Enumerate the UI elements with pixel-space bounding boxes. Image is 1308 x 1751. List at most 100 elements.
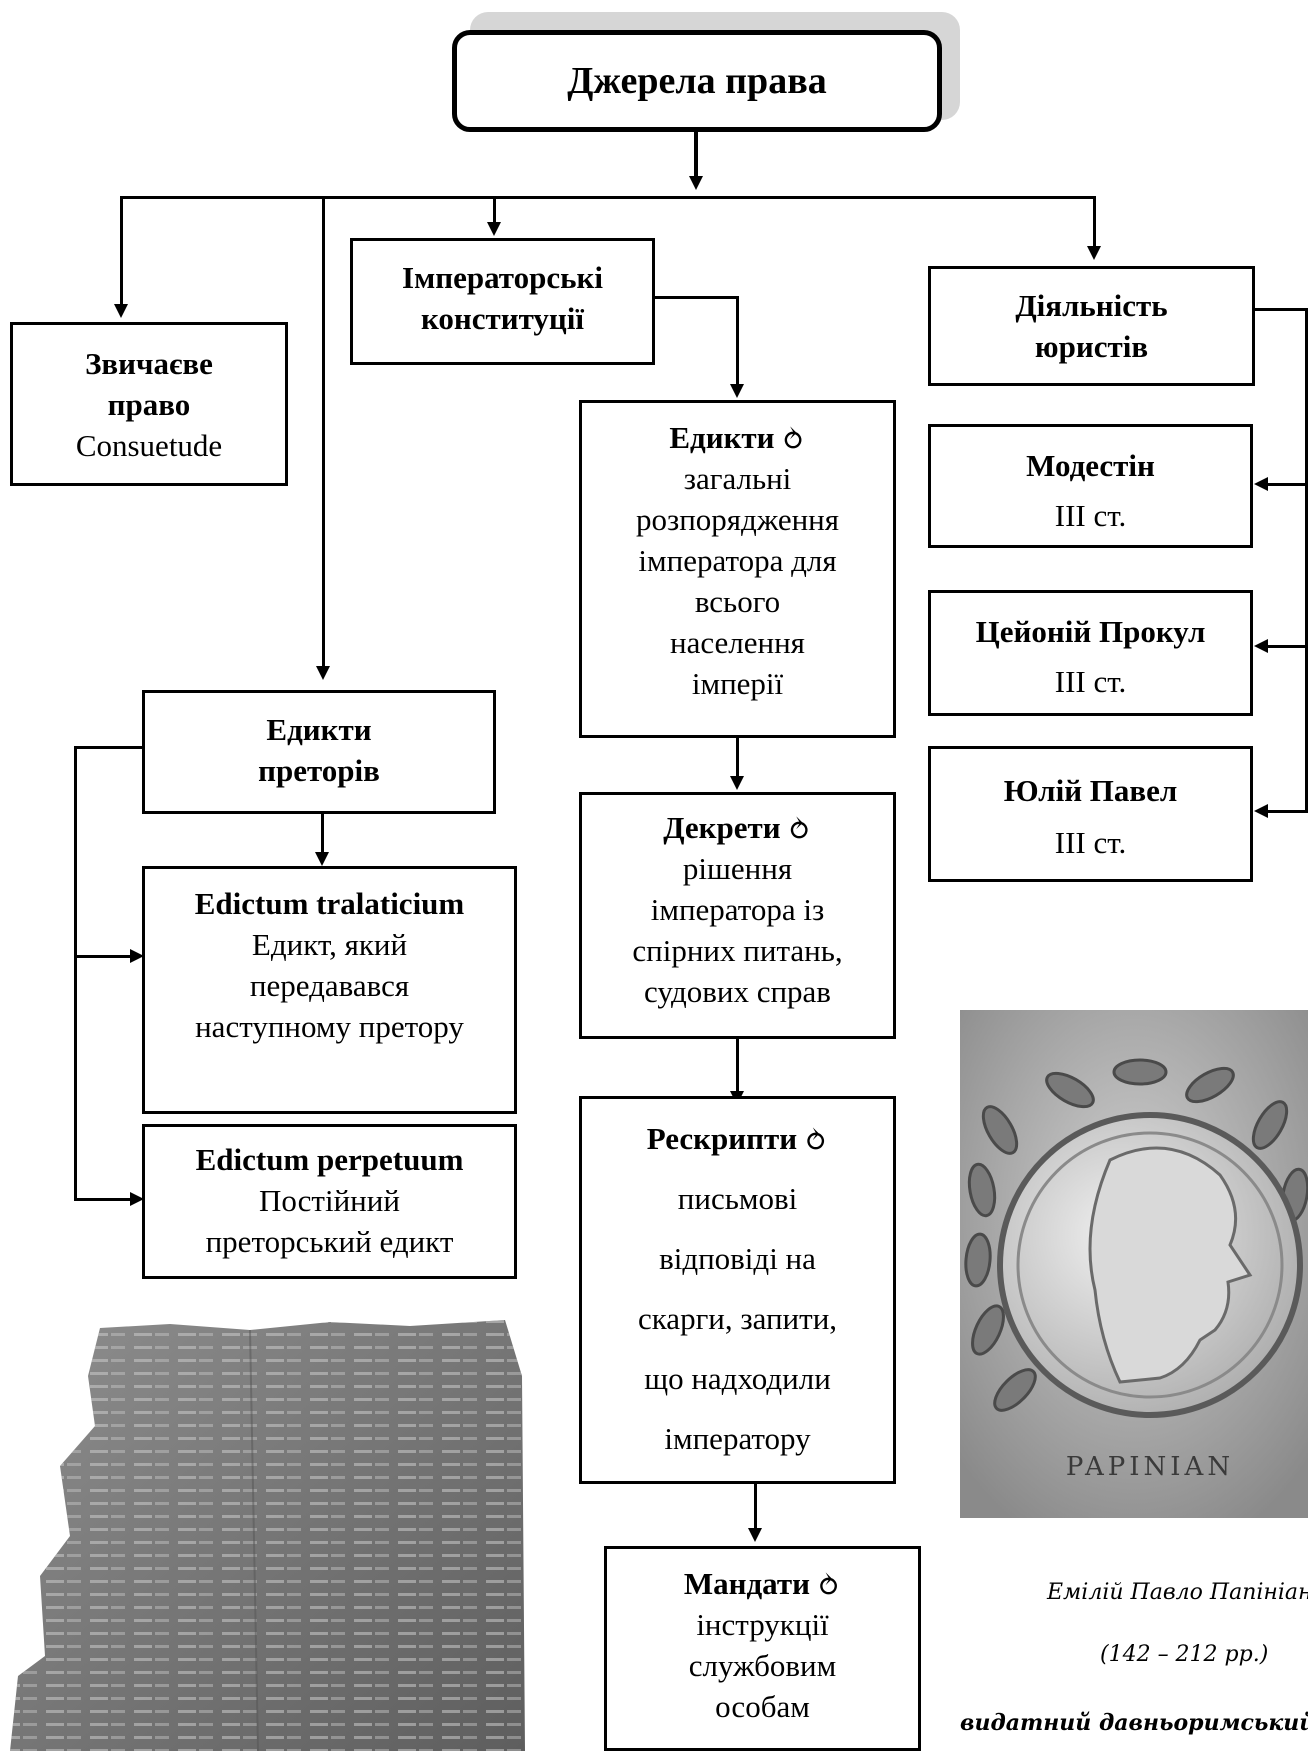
connector — [1268, 645, 1308, 648]
portrait-inscription: PAPINIAN — [1066, 1452, 1234, 1482]
edicts-desc-4: всього — [694, 584, 781, 619]
curved-arrow-icon: ⥁ — [786, 813, 812, 847]
edicts-box: Едикти⥁ загальні розпорядження імператор… — [579, 400, 896, 738]
paul-box: Юлій Павел ІІІ ст. — [928, 746, 1253, 882]
arrow — [114, 304, 128, 318]
connector — [655, 296, 739, 299]
connector — [1268, 483, 1308, 486]
connector — [1093, 196, 1096, 246]
connector — [322, 196, 325, 666]
connector — [321, 814, 324, 852]
connector — [74, 746, 77, 1201]
connector — [736, 296, 739, 384]
modestin-century: ІІІ ст. — [1054, 498, 1127, 533]
rescripts-title: Рескрипти — [646, 1121, 798, 1156]
praetor-line-2: преторів — [258, 753, 380, 788]
arrow — [730, 384, 744, 398]
arrow — [748, 1528, 762, 1542]
connector — [74, 1198, 132, 1201]
arrow — [130, 949, 144, 963]
imperial-line-2: конституції — [420, 301, 585, 336]
arrow — [130, 1192, 144, 1206]
modestin-name: Модестін — [1026, 448, 1155, 483]
arrow — [1087, 246, 1101, 260]
arrow — [730, 776, 744, 790]
edicts-desc-2: розпорядження — [635, 502, 840, 537]
tralaticium-desc-1: Едикт, який — [251, 927, 408, 962]
portrait-caption-desc: видатний давньоримський п — [960, 1710, 1308, 1736]
rescripts-desc-5: імператору — [664, 1421, 811, 1456]
tralaticium-desc-3: наступному претору — [195, 1009, 464, 1044]
mandates-desc-3: особам — [715, 1689, 810, 1724]
imperial-constitutions-box: Імператорські конституції — [350, 238, 655, 365]
decrees-desc-4: судових справ — [644, 974, 831, 1009]
proculus-century: ІІІ ст. — [1054, 664, 1127, 699]
connector — [120, 196, 1096, 199]
jurists-activity-box: Діяльність юристів — [928, 266, 1255, 386]
papinian-portrait-image: PAPINIAN — [960, 1010, 1308, 1518]
praetor-edicts-box: Едикти преторів — [142, 690, 496, 814]
imperial-line-1: Імператорські — [402, 260, 603, 295]
tablet-illustration — [10, 1320, 525, 1751]
rescripts-desc-4: що надходили — [644, 1361, 831, 1396]
edictum-tralaticium-box: Edictum tralaticium Едикт, який передава… — [142, 866, 517, 1114]
arrow — [1254, 804, 1268, 818]
edicts-desc-1: загальні — [683, 461, 792, 496]
paul-name: Юлій Павел — [1003, 773, 1178, 808]
perpetuum-desc-1: Постійний — [259, 1183, 400, 1218]
customary-title-2: право — [107, 387, 191, 422]
mandates-desc-1: інструкції — [696, 1607, 829, 1642]
connector — [694, 132, 698, 180]
proculus-box: Цейоній Прокул ІІІ ст. — [928, 590, 1253, 716]
curved-arrow-icon: ⥁ — [803, 1124, 829, 1158]
tralaticium-title: Edictum tralaticium — [194, 886, 465, 921]
connector — [754, 1484, 757, 1528]
decrees-title: Декрети — [663, 810, 781, 845]
perpetuum-desc-2: преторський едикт — [205, 1224, 454, 1259]
perpetuum-title: Edictum perpetuum — [195, 1142, 464, 1177]
curved-arrow-icon: ⥁ — [815, 1569, 842, 1603]
decrees-desc-2: імператора із — [650, 892, 825, 927]
portrait-caption-years: (142 – 212 рр.) — [1100, 1642, 1269, 1667]
edicts-desc-3: імператора для — [638, 543, 837, 578]
edictum-perpetuum-box: Edictum perpetuum Постійний преторський … — [142, 1124, 517, 1279]
edicts-desc-5: населення — [670, 625, 805, 660]
connector — [1268, 810, 1308, 813]
connector — [74, 746, 142, 749]
decrees-desc-1: рішення — [682, 851, 793, 886]
connector — [493, 196, 496, 222]
mandates-desc-2: службовим — [688, 1648, 837, 1683]
decrees-box: Декрети⥁ рішення імператора із спірних п… — [579, 792, 896, 1039]
proculus-name: Цейоній Прокул — [975, 614, 1206, 649]
arrow — [315, 852, 329, 866]
connector — [74, 955, 132, 958]
arrow — [316, 666, 330, 680]
connector — [120, 196, 123, 304]
customary-law-box: Звичаєве право Consuetude — [10, 322, 288, 486]
rescripts-desc-1: письмові — [677, 1181, 798, 1216]
mandates-title: Мандати — [683, 1566, 810, 1601]
arrow — [487, 222, 501, 236]
connector — [736, 738, 739, 776]
curved-arrow-icon: ⥁ — [780, 423, 806, 457]
modestin-box: Модестін ІІІ ст. — [928, 424, 1253, 548]
rescripts-desc-2: відповіді на — [659, 1241, 816, 1276]
edicts-desc-6: імперії — [691, 666, 784, 701]
praetor-line-1: Едикти — [266, 712, 372, 747]
connector — [1255, 308, 1308, 311]
portrait-caption-name: Емілій Павло Папініан — [1047, 1580, 1308, 1605]
rescripts-desc-3: скарги, запити, — [637, 1301, 838, 1336]
customary-title-1: Звичаєве — [85, 346, 213, 381]
connector — [736, 1039, 739, 1091]
jurists-line-2: юристів — [1034, 329, 1149, 364]
page-title-text: Джерела права — [567, 60, 827, 102]
page-title: Джерела права — [452, 30, 942, 132]
tralaticium-desc-2: передавався — [249, 968, 410, 1003]
portrait-illustration: PAPINIAN — [960, 1010, 1308, 1518]
mandates-box: Мандати⥁ інструкції службовим особам — [604, 1546, 921, 1751]
arrow — [689, 176, 703, 190]
customary-latin: Consuetude — [75, 428, 223, 463]
edicts-title: Едикти — [669, 420, 775, 455]
arrow — [1254, 477, 1268, 491]
arrow — [1254, 639, 1268, 653]
